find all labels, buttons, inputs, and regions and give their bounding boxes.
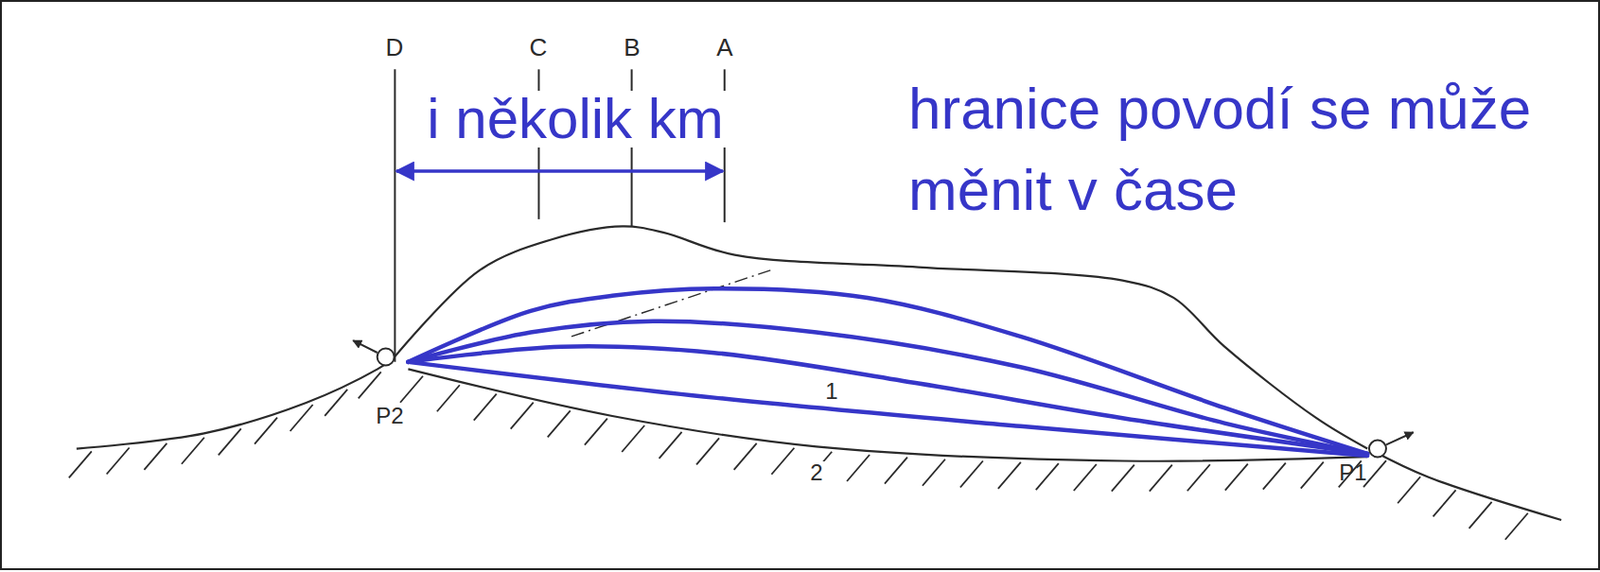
hatch-stroke [106,448,130,475]
hatch-stroke [960,461,984,489]
spring-arrow [1386,432,1414,445]
hatch-stroke [358,371,382,399]
hatch-stroke [659,432,683,459]
water-table-curve [407,346,1368,455]
hatch-stroke [437,385,460,412]
spring-label: P1 [1338,461,1367,485]
water-table-curve [407,362,1368,457]
spring-label: P2 [375,404,404,428]
hatch-stroke [1111,465,1135,493]
boundary-note: hranice povodí se může měnit v čase [908,68,1533,230]
water-table-curve [407,288,1368,455]
callout-number: 2 [806,461,827,485]
hatch-stroke [1149,465,1173,493]
water-table-curve [407,321,1368,455]
distance-arrow [396,169,723,174]
hatch-stroke [734,443,757,471]
spring-symbol [377,348,395,366]
right-ground [1372,451,1563,521]
spring-arrow [352,340,378,353]
spring-symbol [1369,440,1387,458]
hatch-stroke [771,448,794,475]
hatch-stroke [510,403,534,430]
hatch-stroke [1036,463,1059,491]
divide-letter: B [623,35,640,60]
hatch-stroke [584,419,608,446]
hatch-stroke [884,457,908,485]
hatch-stroke [69,451,92,478]
hatch-stroke [1301,462,1324,490]
hatch-stroke [1505,513,1529,541]
distance-note: i několik km [422,90,727,148]
divide-letter: A [716,35,733,60]
hatch-stroke [254,418,278,445]
divide-line [393,69,396,363]
hatch-stroke [290,404,314,432]
divide-letter: C [529,35,548,60]
hatch-stroke [181,438,205,465]
hatch-stroke [621,425,645,453]
callout-number: 1 [821,380,842,404]
hatch-stroke [1187,464,1211,492]
hatch-stroke [218,428,242,456]
hatch-stroke [474,394,497,422]
hatch-stroke [1263,463,1286,491]
hatch-stroke [1433,490,1457,517]
hatch-stroke [846,455,870,482]
hatch-stroke [1469,502,1493,529]
hatch-stroke [400,376,423,404]
hatch-stroke [696,438,720,465]
hatch-stroke [998,462,1021,490]
hatch-stroke [1225,464,1249,492]
hatch-stroke [143,443,167,471]
hatch-stroke [1073,464,1097,492]
divide-letter: D [386,35,405,60]
hatch-stroke [1397,476,1421,504]
hatch-stroke [324,389,348,417]
hatch-stroke [547,410,571,438]
hatch-stroke [922,459,946,487]
